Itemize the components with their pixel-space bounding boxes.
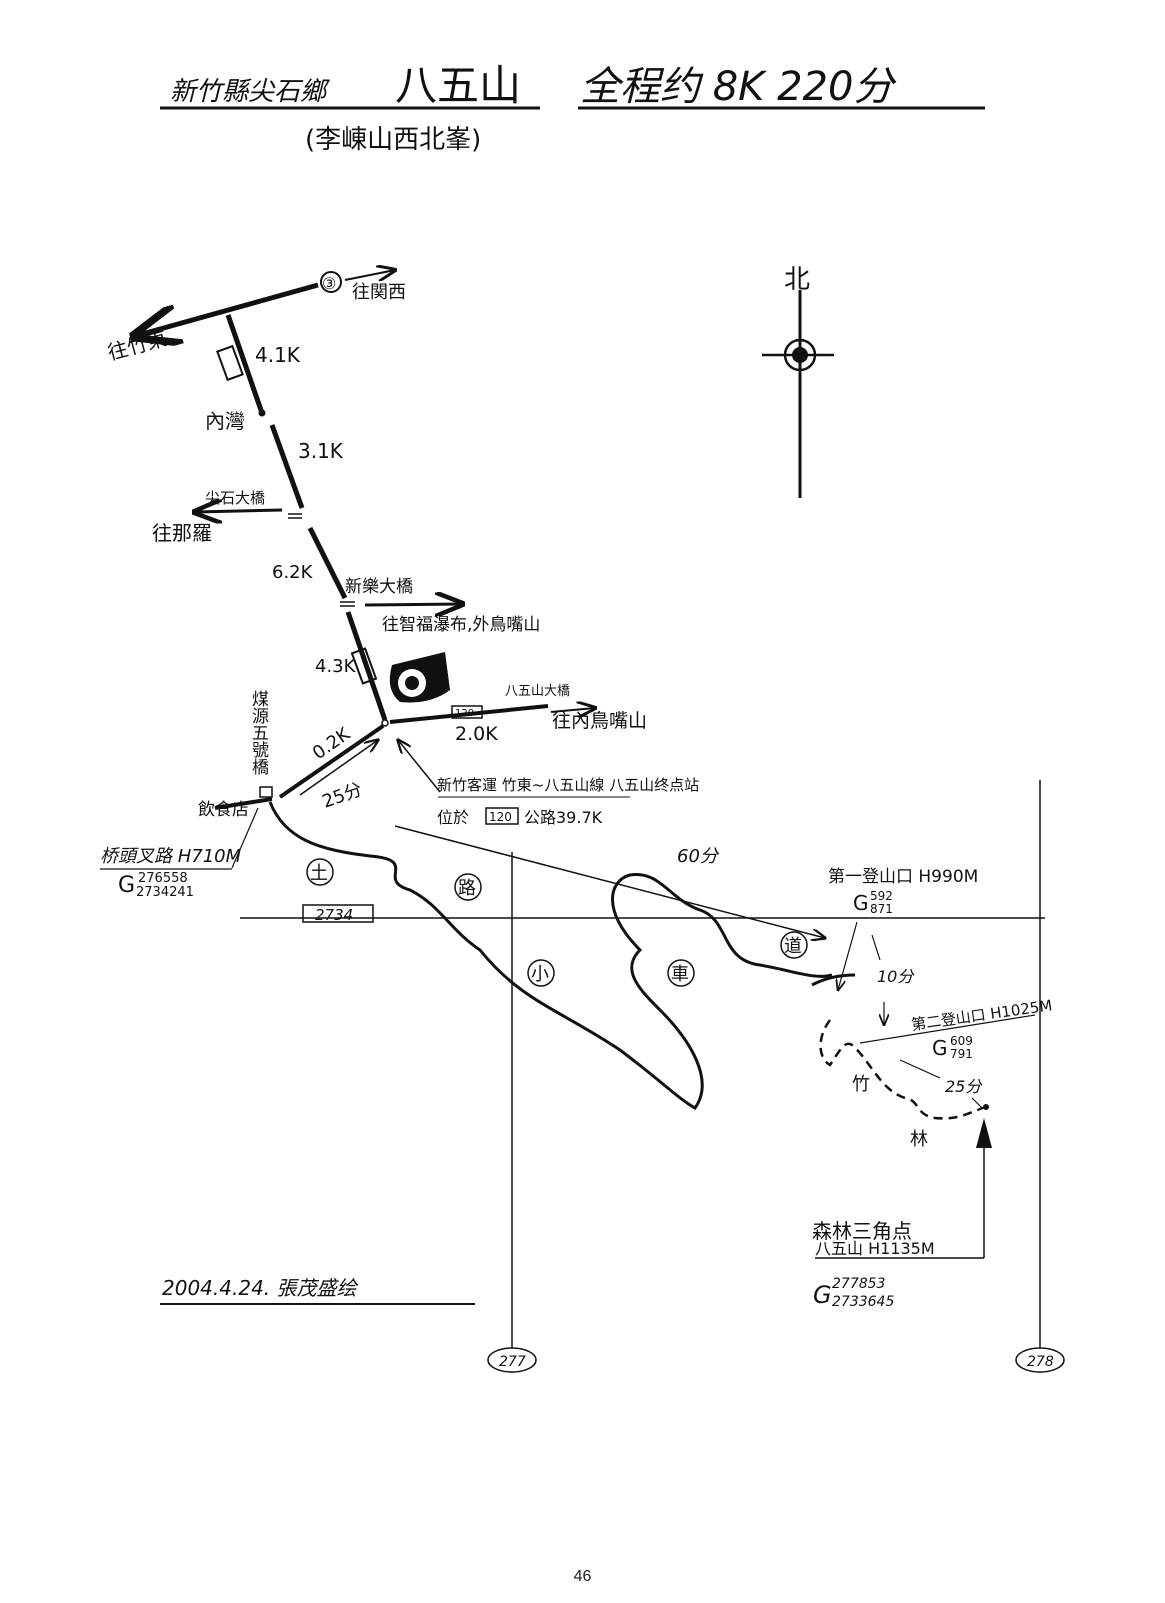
dirt-road-char-5: 道	[784, 936, 802, 957]
bus-stop-prefix: 位於	[437, 808, 469, 827]
junction-name: 桥頭叉路 H710M	[100, 846, 242, 867]
main-road	[225, 314, 265, 414]
jianshi-bridge-label: 尖石大橋	[205, 489, 265, 507]
dist-4-1: 4.1K	[255, 343, 301, 367]
page-number: 46	[573, 1568, 592, 1585]
summit-triangle-icon	[976, 1118, 992, 1148]
route-120-box-3	[451, 705, 483, 719]
bus-stop-suffix: 公路39.7K	[524, 808, 603, 827]
road-west	[214, 797, 273, 810]
title-summary: 全程约 8K 220分	[580, 64, 896, 110]
bawu-bridge-label: 八五山大橋	[505, 684, 570, 699]
forest-label: 林	[910, 1129, 928, 1150]
dirt-road-labels: 土 路 小 車 道	[306, 858, 808, 987]
time-25-label: 25分	[320, 779, 366, 813]
road-to-guanxi	[344, 270, 395, 280]
trailhead2-g: G	[932, 1036, 948, 1060]
main-road-2	[269, 424, 305, 509]
dirt-road-char-4: 車	[671, 964, 689, 985]
title-region: 新竹縣尖石鄉	[170, 77, 330, 107]
summit-g-bottom: 2733645	[832, 1294, 894, 1310]
road-to-zhudong	[135, 282, 319, 336]
road-to-naluo	[195, 510, 283, 512]
road-to-neiniaozui	[389, 704, 549, 724]
dirt-road-char-3: 小	[531, 964, 549, 985]
restaurant-icon	[259, 786, 273, 798]
grid-northing: 2734	[315, 906, 353, 924]
time-60-label: 60分	[677, 846, 720, 867]
route-120-label: 120	[455, 708, 474, 719]
route-120-box-2	[350, 647, 378, 685]
trailhead2-name: 第二登山口 H1025M	[910, 996, 1053, 1034]
time-10-label: 10分	[877, 967, 915, 986]
title-subtitle: (李崠山西北峯)	[305, 125, 481, 155]
to-neiniaozui-label: 往內鳥嘴山	[552, 710, 647, 732]
trailhead2-g-bottom: 791	[950, 1047, 973, 1061]
summit-marker-label: 森林三角点	[812, 1219, 912, 1243]
dist-4-3: 4.3K	[315, 656, 357, 677]
bamboo-label: 竹	[852, 1074, 870, 1095]
to-zhudong-label: 往竹東	[105, 326, 169, 365]
time-25b-label: 25分	[945, 1077, 983, 1096]
bus-terminal-emblem	[389, 652, 450, 703]
credit: 2004.4.24. 張茂盛绘	[162, 1276, 359, 1300]
junction-g: G	[118, 873, 135, 898]
hiking-trail	[819, 1019, 986, 1120]
north-label: 北	[784, 265, 810, 295]
dirt-road	[268, 801, 833, 1110]
junction-g-bottom: 2734241	[136, 885, 194, 900]
dist-0-2: 0.2K	[309, 723, 355, 764]
route3-circle	[320, 271, 342, 293]
route3-label: ③	[322, 274, 336, 293]
meiyuan-bridge-label: 煤源五號橋	[248, 690, 269, 776]
dirt-road-char-1: 土	[310, 863, 328, 884]
north-arrow: 北	[762, 265, 834, 498]
dist-6-2: 6.2K	[272, 562, 314, 583]
trailhead2-g-top: 609	[950, 1034, 973, 1048]
trailhead1-g-top: 592	[870, 889, 893, 903]
grid-easting-278: 278	[1027, 1354, 1054, 1370]
grid-easting-277: 277	[499, 1354, 526, 1370]
time-arrow-25	[299, 740, 378, 796]
trailhead1-g-bottom: 871	[870, 902, 893, 916]
summit-name: 八五山 H1135M	[815, 1239, 935, 1258]
summit-g: G	[813, 1281, 832, 1309]
dist-2-0: 2.0K	[455, 723, 498, 745]
route-120-box-1	[216, 344, 244, 382]
to-naluo-label: 往那羅	[152, 521, 212, 545]
junction-dot	[381, 719, 389, 727]
time-arrow-60	[394, 825, 825, 938]
to-falls-label: 往智福瀑布,外鳥嘴山	[382, 615, 540, 635]
title-mountain: 八五山	[395, 61, 521, 110]
trailhead1-g: G	[853, 891, 869, 915]
bus-stop-route: 120	[489, 810, 512, 824]
road-to-falls	[364, 604, 462, 605]
trailhead1-name: 第一登山口 H990M	[828, 867, 978, 887]
summit-g-top: 277853	[832, 1276, 885, 1292]
to-guanxi-label: 往関西	[352, 282, 406, 303]
neiwan-label: 內灣	[205, 409, 245, 433]
dirt-road-char-2: 路	[458, 878, 476, 899]
grid-label-box	[302, 904, 374, 923]
bus-stop-line1: 新竹客運 竹東~八五山線 八五山终点站	[437, 776, 699, 794]
main-road-3	[307, 526, 348, 600]
dist-3-1: 3.1K	[298, 439, 344, 463]
neiwan-dot	[258, 409, 266, 417]
junction-g-top: 276558	[138, 871, 188, 886]
xinle-bridge-label: 新樂大橋	[345, 577, 413, 597]
restaurant-label: 飲食店	[198, 800, 249, 820]
main-road-4	[345, 611, 388, 721]
